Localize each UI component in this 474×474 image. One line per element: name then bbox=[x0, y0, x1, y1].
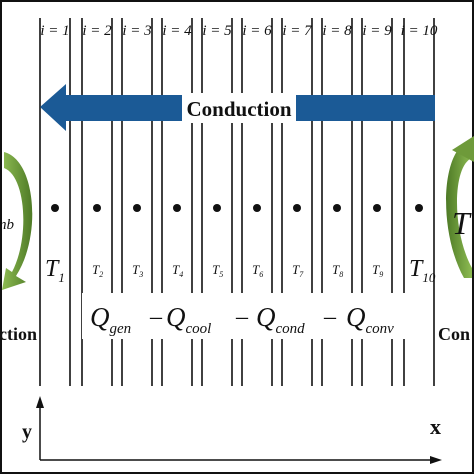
node-dot bbox=[333, 204, 341, 212]
q-conv-term: Qconv bbox=[346, 302, 394, 337]
right-cycle-arrow-icon bbox=[446, 140, 472, 278]
node-temperature-labels: T1 T2 T3 T4 T5 T6 T7 T8 T9 T10 bbox=[45, 256, 436, 285]
conduction-label: Conduction bbox=[186, 97, 291, 121]
axes: y x bbox=[22, 396, 442, 464]
node-index-label: i = 6 bbox=[242, 23, 272, 39]
node-temperature-label: T5 bbox=[212, 262, 223, 279]
node-index-label: i = 2 bbox=[82, 23, 112, 39]
conduction-arrow: Conduction bbox=[40, 84, 435, 131]
q-cond-term: Qcond bbox=[256, 302, 305, 337]
node-dot bbox=[133, 204, 141, 212]
node-index-label: i = 3 bbox=[122, 23, 151, 39]
node-dot bbox=[93, 204, 101, 212]
node-temperature-label: T7 bbox=[292, 262, 304, 279]
q-cool-term: Qcool bbox=[166, 302, 211, 337]
node-dot bbox=[253, 204, 261, 212]
q-gen-term: Qgen bbox=[90, 302, 131, 337]
node-dot bbox=[415, 204, 423, 212]
equation-background bbox=[82, 293, 410, 339]
node-index-label: i = 7 bbox=[282, 23, 313, 39]
left-cycle-symbol: nb bbox=[0, 217, 15, 233]
x-axis-arrowhead-icon bbox=[430, 456, 442, 464]
node-index-label: i = 1 bbox=[40, 23, 69, 39]
node-temperature-label: T2 bbox=[92, 262, 103, 279]
node-temperature-label: T9 bbox=[372, 262, 383, 279]
node-dot bbox=[213, 204, 221, 212]
node-index-label: i = 4 bbox=[162, 23, 192, 39]
energy-balance-equation: Qgen – Qcool – Qcond – Qconv bbox=[82, 293, 410, 339]
node-index-label: i = 8 bbox=[322, 23, 352, 39]
left-side-label: ction bbox=[0, 324, 37, 344]
node-dots bbox=[51, 204, 423, 212]
node-index-label: i = 9 bbox=[362, 23, 392, 39]
y-axis-arrowhead-icon bbox=[36, 396, 44, 408]
left-cycle: nb ction bbox=[0, 152, 37, 344]
node-index-label: i = 5 bbox=[202, 23, 232, 39]
node-dot bbox=[373, 204, 381, 212]
minus-sign-2: – bbox=[235, 304, 249, 330]
node-temperature-label: T8 bbox=[332, 262, 343, 279]
conduction-label-box bbox=[182, 93, 296, 123]
right-cycle-symbol: T bbox=[452, 205, 472, 241]
y-axis-label: y bbox=[22, 421, 32, 443]
right-cycle: T Con bbox=[438, 136, 474, 344]
node-index-label: i = 10 bbox=[401, 23, 438, 39]
node-temperature-label: T6 bbox=[252, 262, 263, 279]
minus-sign-1: – bbox=[149, 304, 163, 330]
right-cycle-arrowhead-icon bbox=[452, 136, 474, 162]
node-dot bbox=[293, 204, 301, 212]
node-temperature-label: T3 bbox=[132, 262, 143, 279]
left-cycle-arrow-icon bbox=[2, 152, 33, 290]
right-side-label: Con bbox=[438, 324, 470, 344]
node-temperature-label: T4 bbox=[172, 262, 183, 279]
minus-sign-3: – bbox=[323, 304, 337, 330]
node-temperature-label: T1 bbox=[45, 256, 65, 285]
node-temperature-label: T10 bbox=[409, 256, 436, 285]
x-axis-label: x bbox=[430, 414, 441, 439]
node-index-labels: i = 1 i = 2 i = 3 i = 4 i = 5 i = 6 i = 7 i = 8… bbox=[40, 23, 438, 39]
node-dot bbox=[51, 204, 59, 212]
node-dot bbox=[173, 204, 181, 212]
